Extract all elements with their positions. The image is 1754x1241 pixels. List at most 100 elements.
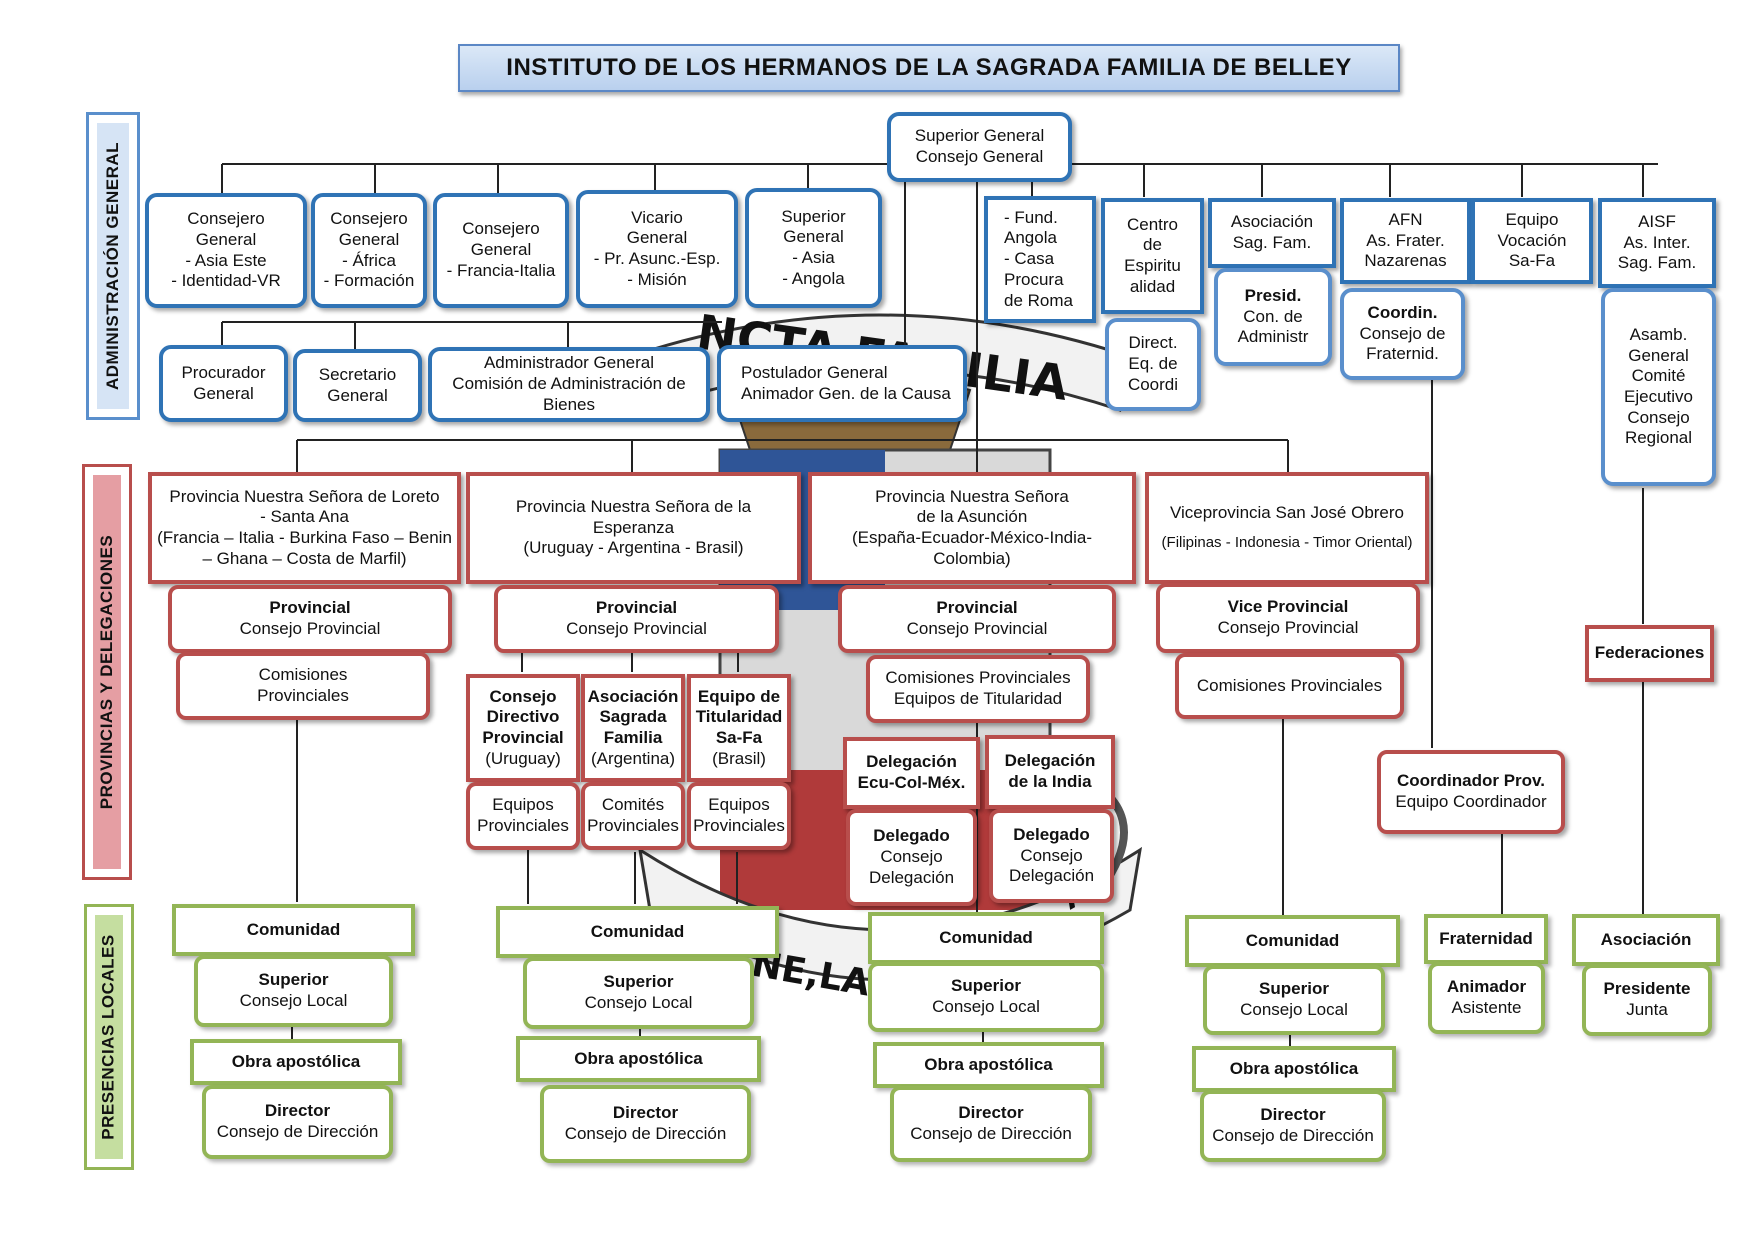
box-line: Comunidad — [939, 927, 1033, 947]
superior-general-title: Superior General — [914, 126, 1045, 146]
box-line: Director — [612, 1103, 679, 1123]
consejero-asia-box: Consejero General - Asia Este - Identida… — [145, 193, 307, 308]
box-line: (España-Ecuador-México-India-Colombia) — [852, 528, 1092, 568]
equipo-vocacion-box: Equipo Vocación Sa-Fa — [1471, 198, 1593, 284]
box-line: Consejo Provincial — [239, 619, 381, 638]
box-line: Coordi — [1127, 374, 1179, 394]
administrador-general-box: Administrador General Comisión de Admini… — [428, 347, 710, 422]
box-line: - Fund. — [1004, 207, 1058, 227]
box-line: Director — [264, 1101, 331, 1121]
box-line: Ecu-Col-Méx. — [857, 773, 966, 792]
viceprovincial-box: Vice Provincial Consejo Provincial — [1156, 583, 1420, 653]
box-line: Vicario — [631, 207, 683, 227]
consejo-directivo-uruguay-box: Consejo Directivo Provincial (Uruguay) — [466, 674, 580, 782]
equipo-titularidad-brasil-box: Equipo de Titularidad Sa-Fa (Brasil) — [687, 674, 791, 782]
box-line: Comisiones — [258, 665, 348, 685]
box-line: Obra apostólica — [231, 1051, 361, 1071]
box-line: Equipo — [1505, 209, 1559, 229]
box-line: (Brasil) — [712, 748, 766, 768]
equipos-provinciales-uruguay-box: Equipos Provinciales — [466, 782, 580, 850]
box-line: General — [783, 227, 844, 247]
box-line: Procura — [1004, 269, 1064, 289]
box-line: - Francia-Italia — [446, 260, 556, 280]
box-line: Consejo Provincial — [1217, 618, 1359, 637]
box-line: alidad — [1129, 276, 1176, 296]
comisiones-asuncion-box: Comisiones Provinciales Equipos de Titul… — [866, 655, 1090, 723]
box-line: Comunidad — [246, 919, 341, 939]
box-line: Titularidad — [695, 707, 783, 727]
box-line: Provincia Nuestra Señora de la — [515, 496, 752, 516]
box-line: - Misión — [627, 269, 687, 289]
superior-local-box-4: Superior Consejo Local — [1203, 965, 1385, 1035]
box-line: Direct. — [1128, 333, 1178, 353]
box-line: Delegación — [868, 867, 955, 887]
box-line: Viceprovincia San José Obrero — [1169, 503, 1405, 523]
box-line: Superior — [1259, 979, 1329, 999]
box-line: Presidente — [1603, 979, 1691, 999]
box-line: de — [1143, 235, 1162, 255]
box-line: (Francia – Italia - Burkina Faso – Benin — [157, 528, 452, 547]
director-box-1: Director Consejo de Dirección — [202, 1085, 393, 1159]
box-line: Provinciales — [693, 816, 785, 835]
box-line: Superior — [781, 206, 846, 226]
box-line: Secretario — [318, 364, 397, 384]
obra-apostolica-box-4: Obra apostólica — [1192, 1046, 1396, 1092]
fundacion-angola-box: - Fund. Angola - Casa Procura de Roma — [984, 196, 1096, 323]
box-line: Administrador General — [483, 353, 655, 373]
box-line: - Angola — [782, 268, 845, 288]
box-line: Consejo de — [1359, 323, 1446, 343]
box-line: - Asia — [792, 248, 835, 267]
box-line: Presid. — [1244, 285, 1302, 305]
box-line: Delegación — [866, 752, 957, 772]
box-line: Con. de — [1243, 306, 1303, 326]
box-line: - Asia Este — [185, 250, 267, 270]
box-line: Federaciones — [1594, 643, 1705, 663]
box-line: Procurador — [181, 362, 266, 382]
box-line: - África — [342, 250, 396, 270]
obra-apostolica-box-2: Obra apostólica — [516, 1036, 761, 1082]
box-line: Director — [958, 1103, 1024, 1123]
box-line: Junta — [1626, 1000, 1668, 1019]
asociacion-local-box: Asociación — [1572, 914, 1720, 966]
box-line: Equipos — [492, 795, 554, 815]
presidente-consejo-box: Presid. Con. de Administr — [1214, 268, 1332, 366]
box-line: (Uruguay - Argentina - Brasil) — [523, 538, 744, 558]
box-line: General — [193, 383, 254, 403]
box-line: Consejo Local — [932, 997, 1040, 1016]
delegacion-india-box: Delegación de la India — [985, 735, 1115, 809]
box-line: Delegado — [1013, 824, 1090, 844]
box-line: – Ghana – Costa de Marfil) — [202, 548, 407, 568]
box-line: Director — [1260, 1105, 1326, 1125]
comunidad-box-2: Comunidad — [496, 906, 779, 958]
comunidad-box-1: Comunidad — [172, 904, 415, 956]
box-line: Provinciales — [257, 686, 349, 705]
box-line: Consejo Local — [584, 993, 693, 1012]
comisiones-vice-box: Comisiones Provinciales — [1175, 653, 1404, 719]
box-line: Equipos — [708, 795, 770, 815]
box-line: Consejo — [1020, 845, 1083, 865]
presidente-junta-box: Presidente Junta — [1582, 964, 1712, 1036]
box-line: Angola — [1004, 228, 1057, 248]
superior-general-box: Superior General Consejo General — [887, 112, 1072, 182]
box-line: Comunidad — [1245, 930, 1340, 950]
box-line: Superior — [603, 972, 674, 992]
box-line: Equipos de Titularidad — [893, 689, 1063, 708]
comisiones-loreto-box: Comisiones Provinciales — [176, 652, 430, 720]
vicario-general-box: Vicario General - Pr. Asunc.-Esp. - Misi… — [576, 190, 738, 308]
box-line: Provincial — [595, 598, 678, 618]
box-line: Sag. Fam. — [1232, 233, 1312, 252]
box-line: Regional — [1624, 428, 1693, 448]
obra-apostolica-box-1: Obra apostólica — [190, 1039, 402, 1085]
animador-box: Animador Asistente — [1428, 962, 1545, 1034]
section-label-admin-text: ADMINISTRACIÓN GENERAL — [103, 141, 122, 391]
consejero-africa-box: Consejero General - África - Formación — [311, 193, 427, 308]
box-line: Asamb. — [1629, 324, 1688, 344]
box-line: Consejo de Dirección — [216, 1122, 379, 1141]
superior-local-box-2: Superior Consejo Local — [523, 957, 754, 1029]
box-line: Vocación — [1497, 230, 1567, 250]
box-line: Nazarenas — [1364, 251, 1447, 271]
box-line: Comisión de Administración de Bienes — [452, 374, 686, 414]
box-line: Consejo de Dirección — [564, 1124, 727, 1143]
comites-provinciales-box: Comités Provinciales — [581, 782, 685, 850]
federaciones-box: Federaciones — [1585, 625, 1714, 682]
